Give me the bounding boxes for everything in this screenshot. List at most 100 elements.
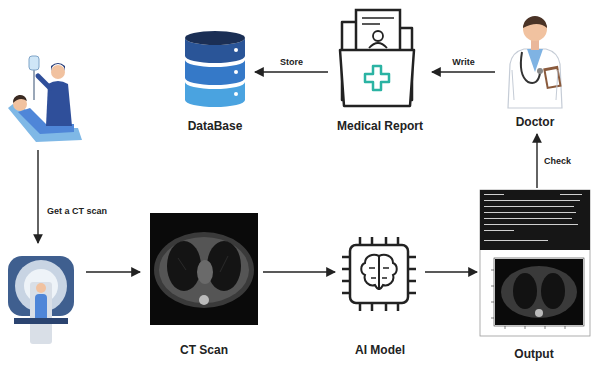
database-icon	[185, 60, 245, 85]
label-box: Medical Report	[337, 119, 423, 133]
database-icon	[234, 92, 238, 96]
output-screenshot	[480, 190, 590, 336]
flow-arrow	[263, 271, 335, 272]
patient-illustration	[51, 65, 65, 79]
output-screenshot	[484, 230, 514, 231]
output-screenshot	[560, 194, 582, 195]
ai-chip-icon	[350, 245, 408, 303]
flow-arrow	[38, 150, 140, 272]
medical-report-icon	[340, 50, 414, 106]
label-box: DataBase	[188, 119, 243, 133]
doctor-illustration	[543, 66, 561, 89]
database-icon	[234, 70, 238, 74]
output-screenshot	[484, 212, 576, 213]
output-screenshot	[494, 258, 584, 326]
flow-arrow	[37, 150, 38, 243]
ai-chip-icon	[379, 255, 397, 289]
ct-image	[178, 256, 228, 272]
doctor-illustration	[537, 68, 543, 74]
edge-label: Write	[451, 57, 475, 68]
icon-node: DataBase	[175, 28, 255, 138]
output-screenshot	[480, 190, 590, 336]
ct-image	[159, 237, 249, 303]
ai-chip-icon	[369, 268, 389, 278]
label-box: Doctor	[516, 115, 555, 129]
medical-report-icon	[365, 66, 389, 90]
ct-image	[197, 260, 213, 284]
icon-node: CT Scan	[145, 210, 263, 362]
step-label: Get a CT scan	[46, 206, 108, 217]
patient-illustration	[13, 95, 27, 103]
node-label: DataBase	[188, 119, 243, 133]
output-screenshot	[484, 224, 578, 225]
output-screenshot	[501, 266, 577, 318]
output-screenshot	[484, 218, 572, 219]
icon-node: Output	[477, 188, 591, 366]
edge-label: Check	[543, 156, 572, 167]
medical-report-icon	[362, 18, 394, 24]
database-icon	[185, 82, 245, 107]
database-icon	[185, 31, 245, 45]
ct-image	[167, 241, 201, 291]
database-icon	[234, 48, 238, 52]
output-screenshot	[541, 273, 565, 309]
ai-chip-icon	[361, 255, 379, 289]
output-screenshot	[480, 190, 590, 250]
output-screenshot	[484, 194, 504, 195]
medical-report-icon	[373, 31, 383, 41]
medical-report-icon	[369, 43, 387, 48]
doctor-illustration	[512, 70, 558, 100]
icon-node: Doctor	[495, 3, 575, 134]
flow-arrow	[255, 71, 328, 72]
ct-scanner-icon	[36, 283, 46, 293]
doctor-illustration	[543, 66, 561, 89]
flow-arrow	[425, 271, 477, 272]
doctor-illustration	[508, 49, 562, 108]
ai-chip-icon	[342, 237, 416, 311]
flow-arrow	[86, 271, 140, 272]
ai-chip-icon	[342, 237, 416, 311]
patient-illustration	[51, 63, 65, 71]
doctor-illustration	[521, 52, 540, 83]
node-label: Medical Report	[337, 119, 423, 133]
doctor-illustration	[523, 17, 547, 41]
output-screenshot	[484, 200, 580, 201]
patient-illustration	[8, 56, 82, 142]
node-label: CT Scan	[180, 343, 228, 357]
icon-node: Medical Report	[328, 5, 432, 138]
node-label: Doctor	[516, 115, 555, 129]
label-box: CT Scan	[180, 343, 228, 357]
doctor-illustration	[508, 16, 562, 108]
doctor-illustration	[523, 16, 547, 28]
output-screenshot	[513, 273, 537, 309]
output-screenshot	[491, 270, 565, 329]
ct-image	[154, 232, 254, 308]
node-label: Output	[514, 347, 553, 361]
output-screenshot	[484, 240, 548, 241]
output-screenshot	[495, 259, 583, 325]
medical-report-icon	[340, 10, 414, 106]
icon-node: AI Model	[335, 232, 425, 362]
flow-arrow	[536, 134, 537, 188]
ct-image	[150, 213, 258, 325]
label-box: Output	[514, 347, 553, 361]
output-screenshot	[484, 206, 574, 207]
patient-illustration	[29, 56, 39, 70]
flow-arrow	[432, 71, 495, 72]
patient-illustration	[38, 76, 50, 88]
ct-scanner-icon	[8, 256, 74, 344]
ct-image	[207, 241, 241, 291]
database-icon	[185, 31, 245, 107]
ct-image	[150, 213, 258, 325]
edge-label: Store	[279, 57, 304, 68]
ct-scanner-icon	[14, 318, 68, 324]
node-label: AI Model	[355, 343, 405, 357]
ct-scanner-icon	[30, 282, 52, 344]
label-box: AI Model	[355, 343, 405, 357]
